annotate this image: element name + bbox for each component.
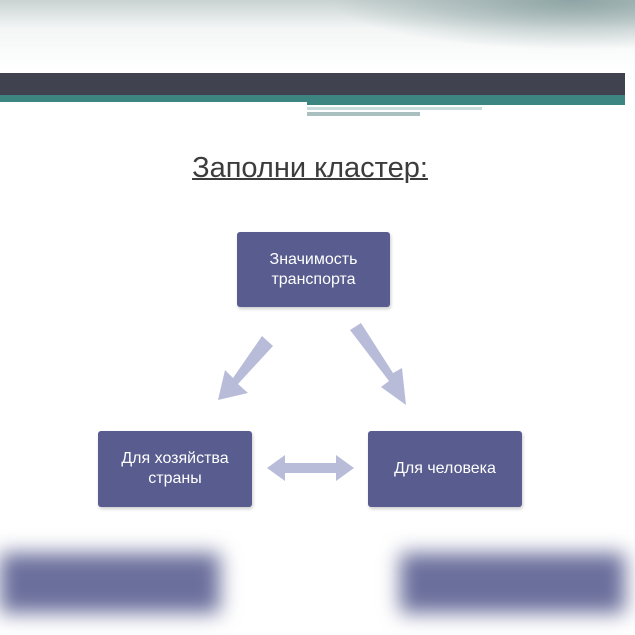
node-for-person: Для человека [368,431,522,507]
bottom-blur-right [400,553,625,613]
arrow-to-right [350,323,406,405]
accent-bar-right [307,95,625,105]
double-arrow [267,455,354,481]
top-blur-shade [330,0,635,50]
node-transport-importance: Значимость транспорта [237,232,390,307]
accent-line [307,107,482,110]
header-bar [0,73,625,95]
accent-line [307,112,420,116]
bottom-blur-left [0,553,220,613]
slide-title: Заполни кластер: [192,152,428,184]
arrow-to-left [218,336,273,400]
node-for-economy: Для хозяйства страны [98,431,252,507]
